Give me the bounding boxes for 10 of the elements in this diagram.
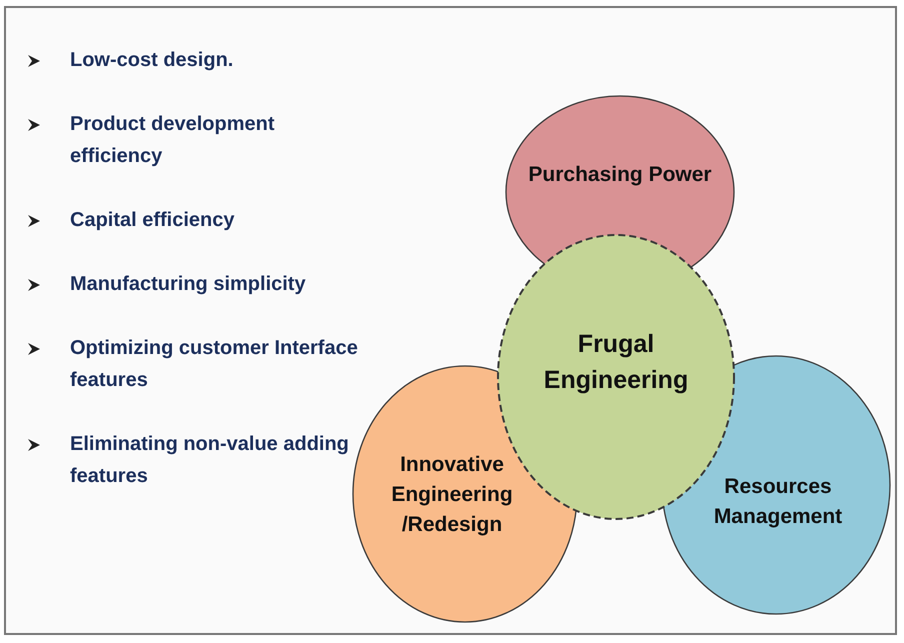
bullet-text: Optimizing customer Interface features xyxy=(70,336,359,393)
circle-label: Resources Management xyxy=(712,474,844,530)
circle-label: Innovative Engineering /Redesign xyxy=(390,452,514,538)
bullet-text: Eliminating non-value adding features xyxy=(70,432,350,489)
bullet-text: Low-cost design. xyxy=(70,48,234,73)
bullet-text: Product development efficiency xyxy=(70,112,276,169)
circle-label: Frugal Engineering xyxy=(542,329,690,396)
bullet-text: Manufacturing simplicity xyxy=(70,272,307,297)
circle-label: Purchasing Power xyxy=(527,162,713,188)
bullet-text: Capital efficiency xyxy=(70,208,236,233)
